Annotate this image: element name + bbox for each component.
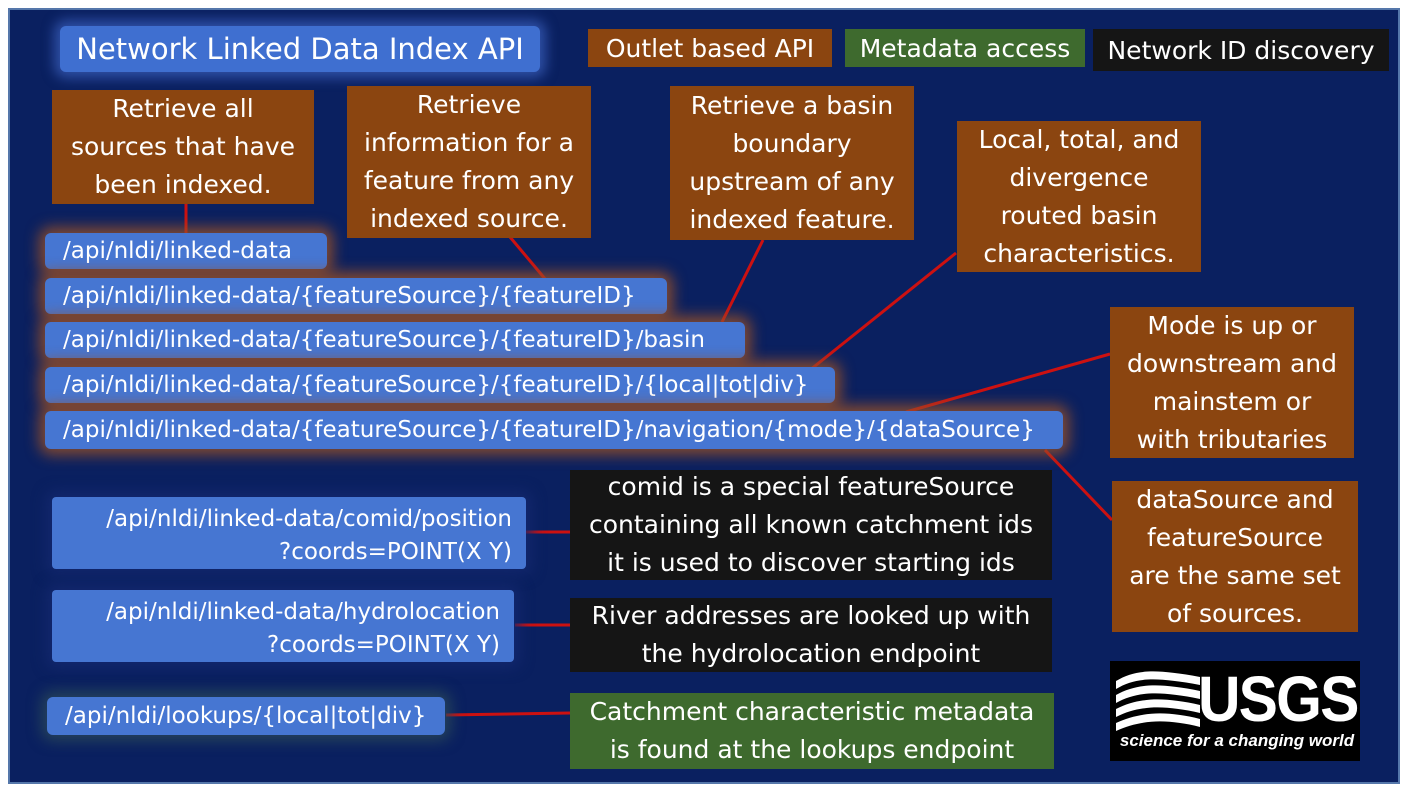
usgs-logo: USGS science for a changing world [1110, 661, 1360, 761]
endpoint-basin[interactable]: /api/nldi/linked-data/{featureSource}/{f… [45, 322, 745, 358]
desc-lookups: Catchment characteristic metadata is fou… [570, 693, 1054, 769]
desc-hydrolocation: River addresses are looked up with the h… [570, 598, 1052, 672]
desc-data-source: dataSource and featureSource are the sam… [1112, 481, 1358, 632]
desc-navigation-mode: Mode is up or downstream and mainstem or… [1110, 307, 1354, 458]
endpoint-lookups[interactable]: /api/nldi/lookups/{local|tot|div} [47, 697, 445, 735]
usgs-wave-icon [1116, 667, 1200, 731]
endpoint-navigation[interactable]: /api/nldi/linked-data/{featureSource}/{f… [45, 411, 1063, 449]
usgs-wordmark: USGS [1198, 663, 1359, 735]
endpoint-comid-position[interactable]: /api/nldi/linked-data/comid/position ?co… [52, 497, 526, 569]
desc-retrieve-sources: Retrieve all sources that have been inde… [52, 90, 314, 204]
endpoint-feature[interactable]: /api/nldi/linked-data/{featureSource}/{f… [45, 278, 667, 314]
legend-metadata-access: Metadata access [845, 29, 1085, 67]
desc-retrieve-basin: Retrieve a basin boundary upstream of an… [670, 86, 914, 240]
desc-basin-characteristics: Local, total, and divergence routed basi… [957, 121, 1201, 272]
desc-comid: comid is a special featureSource contain… [570, 470, 1052, 580]
endpoint-linked-data[interactable]: /api/nldi/linked-data [45, 233, 327, 269]
endpoint-characteristics[interactable]: /api/nldi/linked-data/{featureSource}/{f… [45, 367, 835, 403]
usgs-tagline: science for a changing world [1119, 731, 1355, 750]
page-title: Network Linked Data Index API [60, 26, 540, 72]
legend-outlet-based-api: Outlet based API [588, 29, 832, 67]
desc-retrieve-feature: Retrieve information for a feature from … [347, 86, 591, 238]
endpoint-hydrolocation[interactable]: /api/nldi/linked-data/hydrolocation ?coo… [52, 590, 514, 662]
legend-network-id-discovery: Network ID discovery [1093, 29, 1389, 71]
